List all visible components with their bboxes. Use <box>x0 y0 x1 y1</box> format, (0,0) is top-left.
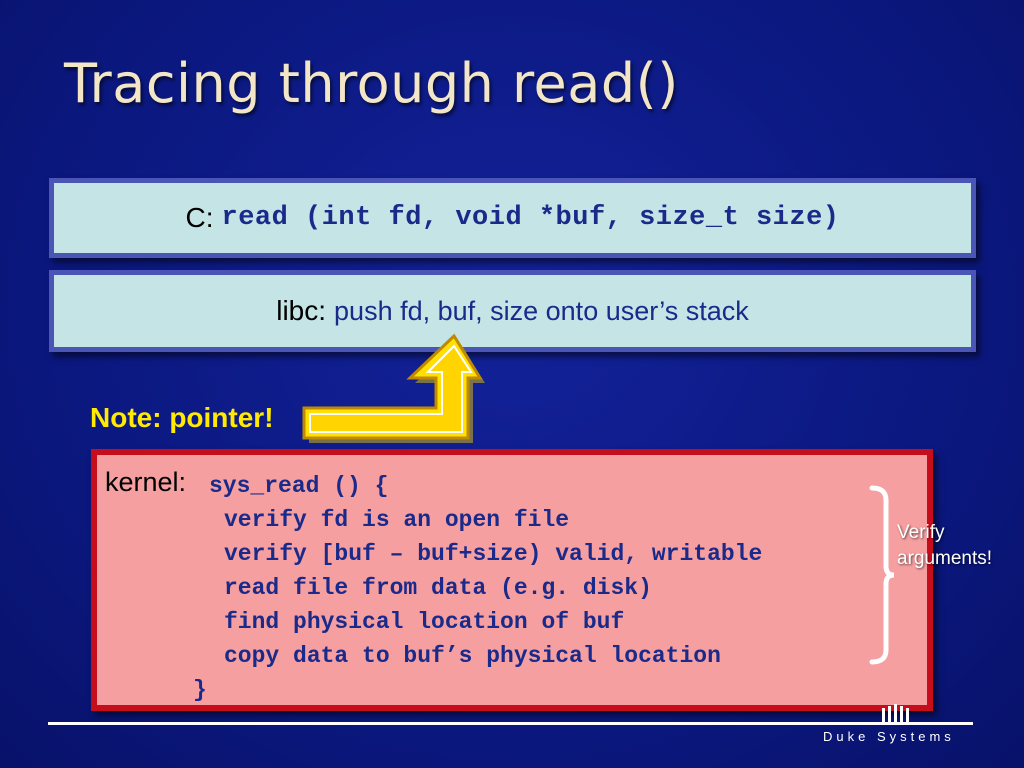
libc-row: libc: push fd, buf, size onto user’s sta… <box>54 275 971 347</box>
verify-line-2: arguments! <box>897 548 993 569</box>
kernel-line-1: verify fd is an open file <box>224 507 570 533</box>
kernel-line-3: read file from data (e.g. disk) <box>224 575 652 601</box>
footer-divider <box>48 722 973 725</box>
kernel-box: kernel: sys_read () { verify fd is an op… <box>91 449 933 711</box>
libc-text: push fd, buf, size onto user’s stack <box>334 295 749 326</box>
verify-line-1: Verify <box>897 522 945 543</box>
kernel-line-5: copy data to buf’s physical location <box>224 643 721 669</box>
c-signature-code: read (int fd, void *buf, size_t size) <box>221 203 840 233</box>
kernel-label: kernel: <box>105 467 187 497</box>
kernel-line-2: verify [buf – buf+size) valid, writable <box>224 541 763 567</box>
kernel-header-code: sys_read () { <box>209 473 389 499</box>
kernel-line-4: find physical location of buf <box>224 609 625 635</box>
verify-arguments-annotation: Verify arguments! <box>897 520 1017 572</box>
slide-title: Tracing through read() <box>64 52 679 115</box>
right-bracket-icon <box>869 485 895 665</box>
c-signature-box: C: read (int fd, void *buf, size_t size) <box>49 178 976 258</box>
c-signature-row: C: read (int fd, void *buf, size_t size) <box>54 183 971 253</box>
footer-brand: Duke Systems <box>823 729 955 744</box>
note-pointer: Note: pointer! <box>90 402 274 433</box>
libc-box: libc: push fd, buf, size onto user’s sta… <box>49 270 976 352</box>
c-label: C: <box>185 202 214 233</box>
libc-label: libc: <box>276 295 327 326</box>
yellow-up-arrow-icon <box>302 333 485 443</box>
kernel-closing-brace: } <box>193 677 207 703</box>
duke-chapel-logo-icon <box>882 704 909 722</box>
